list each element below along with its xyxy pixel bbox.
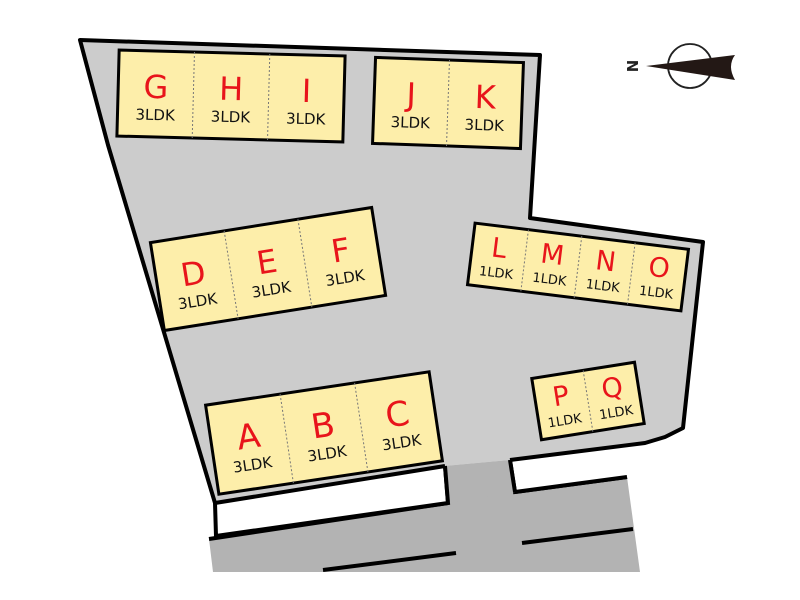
driveway-edge [443,465,450,504]
unit-letter: Q [599,372,625,406]
buildings: G3LDKH3LDKI3LDKJ3LDKK3LDKD3LDKE3LDKF3LDK… [115,48,691,496]
unit-letter: J [404,75,417,113]
unit-type: 3LDK [232,453,275,477]
unit-letter: C [383,393,412,436]
unit-type: 3LDK [390,113,431,132]
unit-divider [354,382,369,473]
unit-type: 1LDK [478,264,514,283]
sidewalk-strip [216,468,448,536]
unit-type: 3LDK [211,107,252,126]
unit-letter: I [301,72,311,110]
unit-divider [279,393,294,484]
unit-letter: N [594,245,618,278]
unit-type: 3LDK [135,106,176,125]
unit-type: 3LDK [306,442,349,466]
building-outline [370,55,526,151]
building-outline [115,48,347,144]
compass: N [624,43,735,89]
unit-letter: M [539,238,566,272]
unit-type: 1LDK [531,271,567,290]
unit-letter: D [178,253,208,294]
unit-letter: K [474,78,497,117]
north-arrow-icon [646,55,735,80]
road [209,460,640,572]
unit-letter: G [143,68,169,107]
unit-type: 3LDK [381,431,424,455]
unit-type: 1LDK [585,277,621,296]
unit-type: 3LDK [464,116,505,135]
building-outline [148,205,388,333]
unit-type: 3LDK [286,109,327,128]
road-center-line [521,527,634,545]
unit-divider [223,230,239,319]
lot-boundary [78,38,705,505]
unit-letter: H [219,70,244,109]
driveway-edge [508,459,517,493]
unit-letter: L [490,232,509,265]
driveway [445,460,515,503]
building-outline [203,370,445,496]
unit-divider [297,219,313,308]
unit-letter: P [551,380,572,413]
road-center-line [322,551,457,572]
unit-letter: O [647,252,672,285]
unit-type: 1LDK [547,411,583,431]
unit-type: 1LDK [598,403,634,423]
building-outline [530,360,646,442]
unit-type: 1LDK [638,284,674,303]
north-label: N [624,60,642,73]
